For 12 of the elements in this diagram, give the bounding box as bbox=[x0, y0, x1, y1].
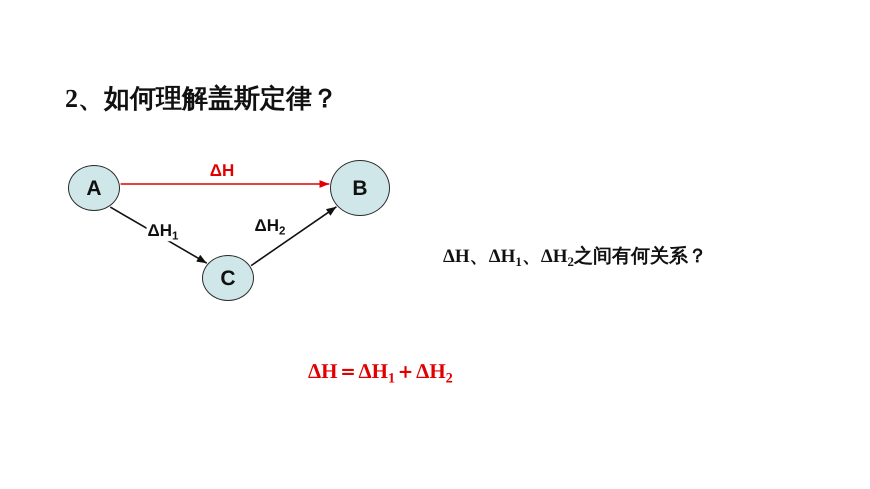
question-text: ΔH、ΔH$_{1}$、ΔH$_{2}$之间有何关系？ bbox=[443, 246, 707, 269]
circle-node bbox=[68, 165, 120, 211]
arrow bbox=[250, 206, 337, 266]
arrow bbox=[120, 180, 330, 188]
formula-text: ΔH＝ΔH$_{1}$＋ΔH$_{2}$ bbox=[308, 359, 453, 384]
node-label: B bbox=[352, 178, 368, 198]
node-label: C bbox=[220, 268, 236, 288]
edge-label: ΔH$_{1}$ bbox=[146, 221, 180, 241]
edge-label: ΔH$_{2}$ bbox=[254, 216, 286, 236]
circle-node bbox=[202, 255, 254, 301]
title: 2、如何理解盖斯定律？ bbox=[65, 83, 338, 114]
node-label: A bbox=[86, 178, 102, 198]
